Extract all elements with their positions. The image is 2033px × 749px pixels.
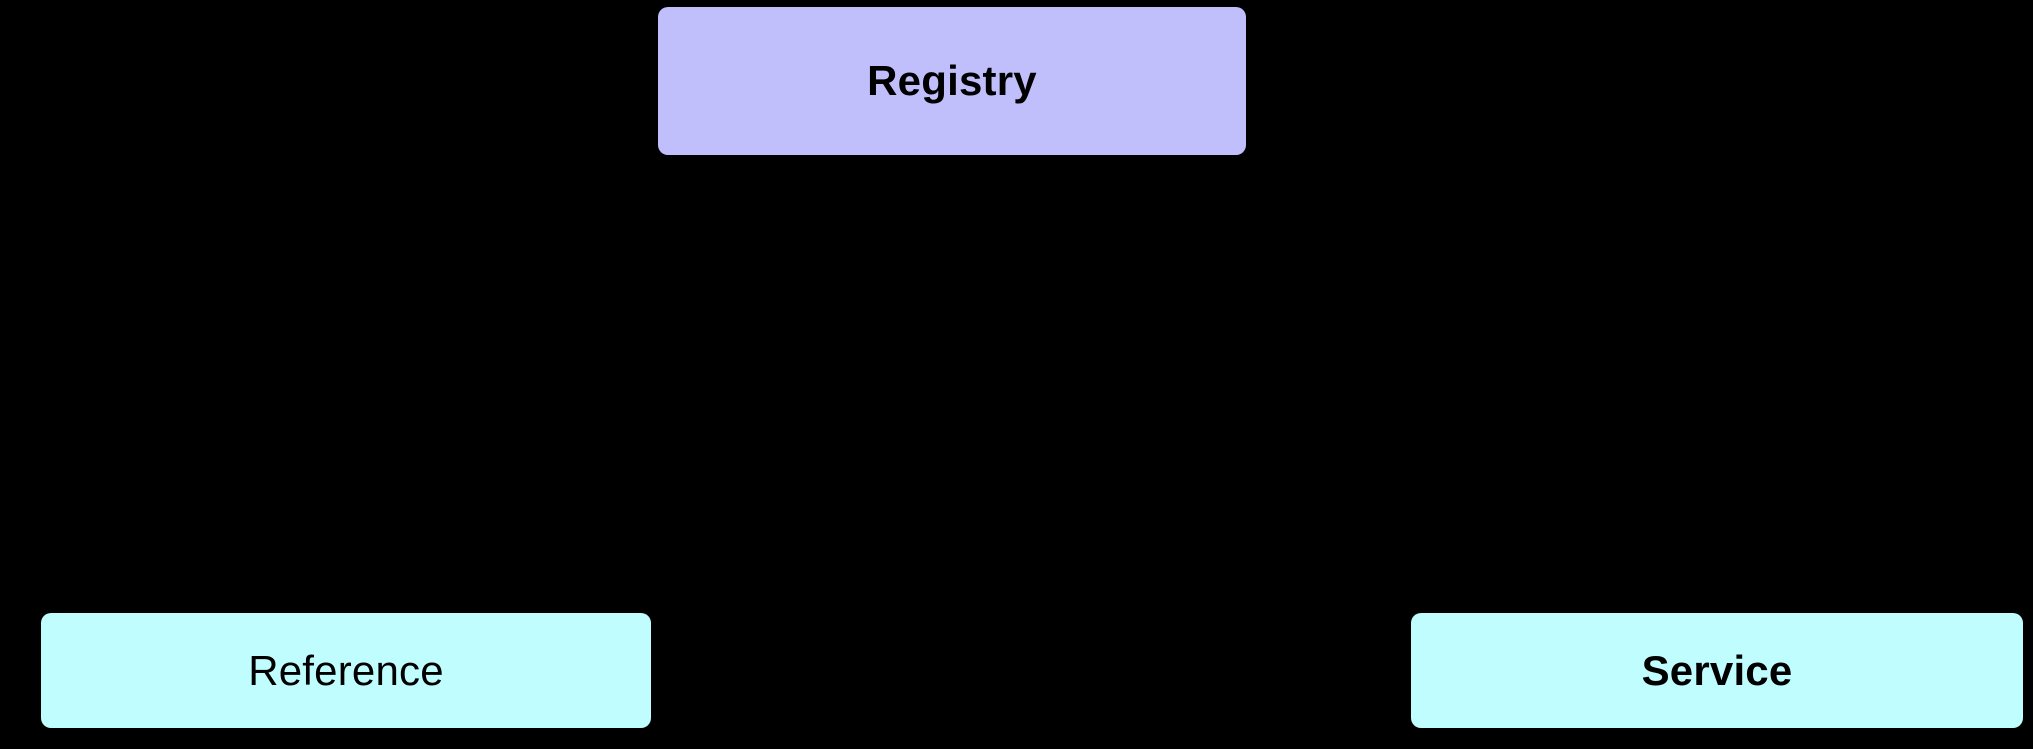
node-reference-label: Reference	[248, 646, 444, 694]
node-reference[interactable]: Reference	[41, 613, 651, 728]
node-service-label: Service	[1641, 646, 1793, 694]
node-service[interactable]: Service	[1411, 613, 2023, 728]
node-registry[interactable]: Registry	[658, 7, 1246, 155]
node-registry-label: Registry	[867, 57, 1037, 104]
